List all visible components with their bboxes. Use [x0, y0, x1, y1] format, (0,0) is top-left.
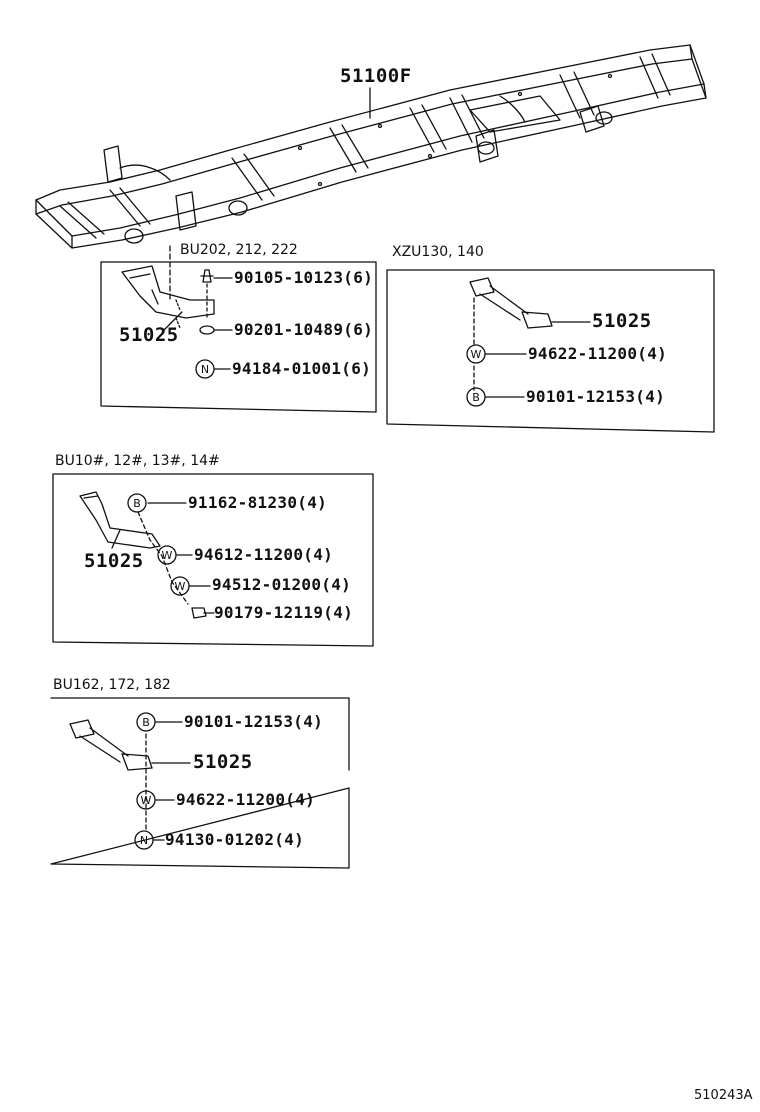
part-line: 94130-01202(4)	[165, 832, 304, 848]
symbol-label: N	[140, 834, 148, 847]
part-qty: (4)	[297, 493, 328, 512]
figure-code: 510243A	[694, 1088, 753, 1103]
part-line: 90179-12119(4)	[214, 605, 353, 621]
part-number: 90105-10123	[234, 268, 344, 287]
part-qty: (4)	[274, 830, 305, 849]
part-line: 94622-11200(4)	[176, 792, 315, 808]
part-qty: (4)	[285, 790, 316, 809]
part-qty: (6)	[343, 268, 374, 287]
part-number: 90101-12153	[526, 387, 636, 406]
group-heading: BU202, 212, 222	[180, 242, 298, 258]
bracket-part-number: 51025	[193, 751, 253, 773]
part-line: 90101-12153(4)	[526, 389, 665, 405]
part-line: 94184-01001(6)	[232, 361, 371, 377]
bracket-part-number: 51025	[119, 324, 179, 346]
part-number: 94612-11200	[194, 545, 304, 564]
part-line: 90105-10123(6)	[234, 270, 373, 286]
part-line: 94622-11200(4)	[528, 346, 667, 362]
symbol-label: B	[133, 497, 141, 510]
part-number: 94184-01001	[232, 359, 342, 378]
part-number: 90201-10489	[234, 320, 344, 339]
part-qty: (4)	[303, 545, 334, 564]
part-qty: (4)	[635, 387, 666, 406]
group-box-bu10	[52, 473, 374, 647]
group-heading: BU162, 172, 182	[53, 677, 171, 693]
symbol-label: W	[175, 580, 186, 593]
part-qty: (4)	[637, 344, 668, 363]
frame-part-number: 51100F	[340, 65, 412, 87]
part-qty: (4)	[321, 575, 352, 594]
part-number: 94512-01200	[212, 575, 322, 594]
symbol-circles	[127, 344, 486, 850]
symbol-label: W	[162, 549, 173, 562]
group-box-xzu130	[386, 269, 715, 433]
part-qty: (4)	[323, 603, 354, 622]
symbol-label: W	[471, 348, 482, 361]
part-number: 91162-81230	[188, 493, 298, 512]
part-qty: (6)	[343, 320, 374, 339]
bracket-part-number: 51025	[592, 310, 652, 332]
part-number: 94622-11200	[528, 344, 638, 363]
part-qty: (6)	[341, 359, 372, 378]
chassis-frame-drawing	[35, 44, 707, 249]
part-number: 94130-01202	[165, 830, 275, 849]
part-number: 94622-11200	[176, 790, 286, 809]
group-box-bu162	[50, 697, 350, 869]
symbol-label: N	[201, 363, 209, 376]
part-number: 90101-12153	[184, 712, 294, 731]
part-line: 90101-12153(4)	[184, 714, 323, 730]
group-heading: BU10#, 12#, 13#, 14#	[55, 453, 220, 469]
group-heading: XZU130, 140	[392, 244, 484, 260]
part-line: 94512-01200(4)	[212, 577, 351, 593]
part-qty: (4)	[293, 712, 324, 731]
symbol-label: W	[141, 794, 152, 807]
group-box-bu202	[100, 245, 377, 413]
part-line: 94612-11200(4)	[194, 547, 333, 563]
part-number: 90179-12119	[214, 603, 324, 622]
symbol-label: B	[142, 716, 150, 729]
part-line: 91162-81230(4)	[188, 495, 327, 511]
symbol-label: B	[472, 391, 480, 404]
bracket-part-number: 51025	[84, 550, 144, 572]
part-line: 90201-10489(6)	[234, 322, 373, 338]
